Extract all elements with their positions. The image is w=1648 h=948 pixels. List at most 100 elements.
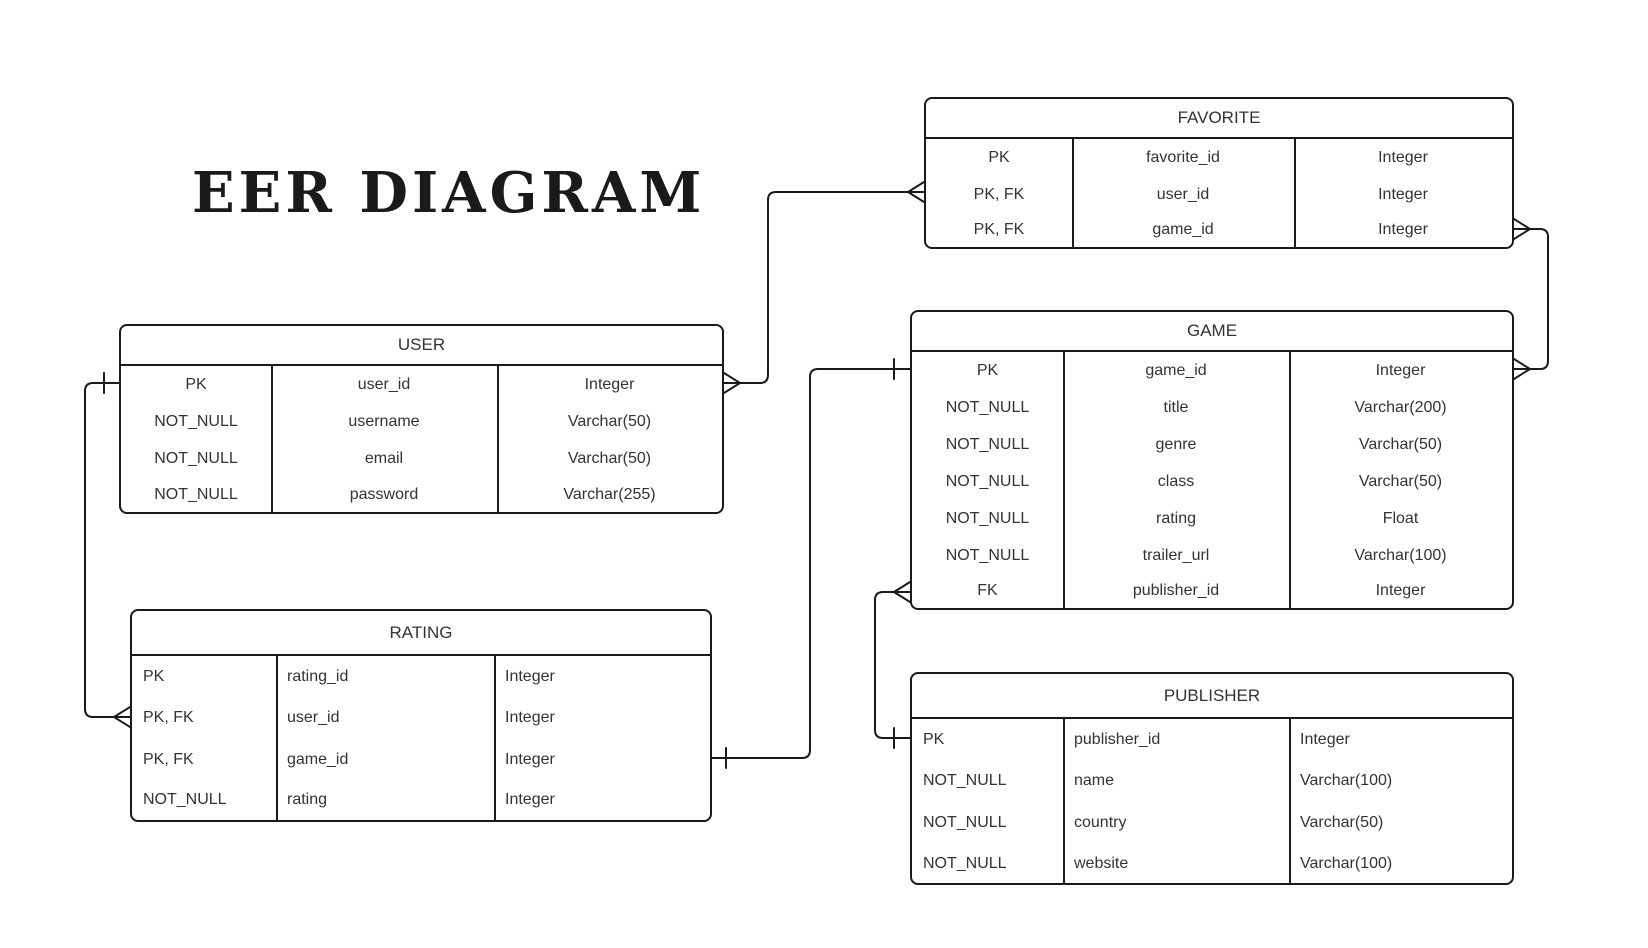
field-name-cell: game_id [1152, 221, 1214, 238]
field-name-cell: favorite_id [1146, 148, 1220, 166]
connector-line [711, 368, 911, 759]
field-type-cell: Integer [505, 791, 555, 808]
entity-user[interactable]: USER PK user_id Integer NOT_NULL usernam… [119, 324, 724, 514]
field-name-cell: country [1074, 814, 1127, 831]
relationship-game-publisher [874, 581, 911, 749]
entity-publisher-body: PK publisher_id Integer NOT_NULL name Va… [912, 719, 1512, 883]
table-row: NOT_NULL name Varchar(100) [912, 760, 1512, 802]
entity-game[interactable]: GAME PK game_id Integer NOT_NULL title V… [910, 310, 1514, 610]
table-row: PK game_id Integer [912, 352, 1512, 389]
field-name-cell: user_id [1156, 185, 1210, 203]
table-row: PK, FK game_id Integer [926, 213, 1512, 247]
entity-game-header: GAME [912, 312, 1512, 352]
field-type-cell: Float [1382, 509, 1419, 527]
table-row: NOT_NULL genre Varchar(50) [912, 426, 1512, 463]
key-cell: NOT_NULL [154, 449, 238, 467]
field-type-cell: Varchar(50) [567, 412, 652, 430]
field-type-cell: Integer [505, 750, 555, 768]
key-cell: NOT_NULL [945, 546, 1030, 564]
key-cell: FK [977, 582, 998, 599]
key-cell: PK, FK [973, 185, 1025, 203]
field-type-cell: Integer [1375, 361, 1426, 379]
crowfoot-many-icon [1513, 358, 1531, 380]
key-cell: PK, FK [973, 221, 1025, 238]
field-type-cell: Varchar(255) [563, 485, 656, 503]
key-cell: PK, FK [143, 709, 194, 726]
entity-favorite[interactable]: FAVORITE PK favorite_id Integer PK, FK u… [924, 97, 1514, 249]
entity-rating-header: RATING [132, 611, 710, 656]
field-name-cell: rating [1155, 509, 1197, 527]
table-row: PK publisher_id Integer [912, 719, 1512, 760]
connector-line [84, 382, 131, 718]
field-type-cell: Integer [584, 375, 635, 393]
entity-rating[interactable]: RATING PK rating_id Integer PK, FK user_… [130, 609, 712, 822]
entity-user-body: PK user_id Integer NOT_NULL username Var… [121, 366, 722, 512]
field-name-cell: user_id [287, 709, 340, 726]
field-name-cell: name [1074, 772, 1115, 789]
field-type-cell: Varchar(50) [1358, 472, 1443, 490]
key-cell: NOT_NULL [154, 485, 238, 503]
field-type-cell: Varchar(50) [1300, 814, 1384, 831]
key-cell: NOT_NULL [923, 772, 1007, 789]
field-type-cell: Integer [1300, 730, 1350, 748]
connector-line [1513, 228, 1549, 370]
key-cell: NOT_NULL [945, 398, 1030, 416]
field-type-cell: Integer [505, 667, 555, 685]
crowfoot-many-icon [907, 181, 925, 203]
field-name-cell: user_id [357, 375, 411, 393]
crowfoot-many-icon [1513, 218, 1531, 240]
field-name-cell: genre [1155, 435, 1197, 453]
field-name-cell: trailer_url [1142, 546, 1210, 564]
field-name-cell: game_id [287, 750, 349, 768]
field-name-cell: title [1163, 398, 1189, 416]
entity-favorite-body: PK favorite_id Integer PK, FK user_id In… [926, 139, 1512, 247]
table-row: NOT_NULL class Varchar(50) [912, 463, 1512, 500]
table-row: NOT_NULL email Varchar(50) [121, 440, 722, 477]
key-cell: PK [185, 375, 207, 393]
connector-line [874, 591, 911, 739]
table-row: NOT_NULL rating Integer [132, 780, 710, 820]
entity-publisher[interactable]: PUBLISHER PK publisher_id Integer NOT_NU… [910, 672, 1514, 885]
field-name-cell: publisher_id [1132, 582, 1220, 599]
entity-game-body: PK game_id Integer NOT_NULL title Varcha… [912, 352, 1512, 608]
relationship-user-favorite [723, 181, 925, 394]
relationship-user-rating [84, 372, 131, 728]
field-type-cell: Varchar(50) [567, 449, 652, 467]
table-row: NOT_NULL username Varchar(50) [121, 403, 722, 440]
field-type-cell: Integer [1378, 148, 1428, 166]
field-name-cell: class [1157, 472, 1195, 490]
table-row: FK publisher_id Integer [912, 574, 1512, 608]
table-row: NOT_NULL country Varchar(50) [912, 802, 1512, 844]
field-type-cell: Varchar(50) [1358, 435, 1443, 453]
field-type-cell: Integer [1378, 185, 1428, 203]
field-name-cell: rating_id [287, 667, 349, 685]
entity-rating-body: PK rating_id Integer PK, FK user_id Inte… [132, 656, 710, 820]
field-name-cell: rating [287, 791, 328, 808]
table-row: PK, FK game_id Integer [132, 739, 710, 780]
crowfoot-many-icon [113, 706, 131, 728]
field-name-cell: publisher_id [1074, 730, 1161, 748]
field-name-cell: website [1074, 854, 1129, 872]
field-type-cell: Varchar(100) [1300, 854, 1393, 872]
table-row: PK, FK user_id Integer [926, 176, 1512, 213]
field-name-cell: email [364, 449, 404, 467]
key-cell: NOT_NULL [945, 435, 1030, 453]
key-cell: NOT_NULL [923, 814, 1007, 831]
key-cell: NOT_NULL [923, 854, 1007, 872]
table-row: PK favorite_id Integer [926, 139, 1512, 176]
table-row: PK user_id Integer [121, 366, 722, 403]
table-row: NOT_NULL title Varchar(200) [912, 389, 1512, 426]
entity-favorite-header: FAVORITE [926, 99, 1512, 139]
key-cell: PK, FK [143, 750, 194, 768]
connector-line [723, 191, 925, 384]
table-row: NOT_NULL rating Float [912, 500, 1512, 537]
key-cell: PK [976, 361, 999, 379]
table-row: NOT_NULL password Varchar(255) [121, 477, 722, 512]
field-type-cell: Integer [1378, 221, 1428, 238]
key-cell: NOT_NULL [154, 412, 238, 430]
relationship-rating-game [711, 358, 911, 769]
crowfoot-many-icon [893, 581, 911, 603]
key-cell: NOT_NULL [143, 791, 227, 808]
entity-user-header: USER [121, 326, 722, 366]
